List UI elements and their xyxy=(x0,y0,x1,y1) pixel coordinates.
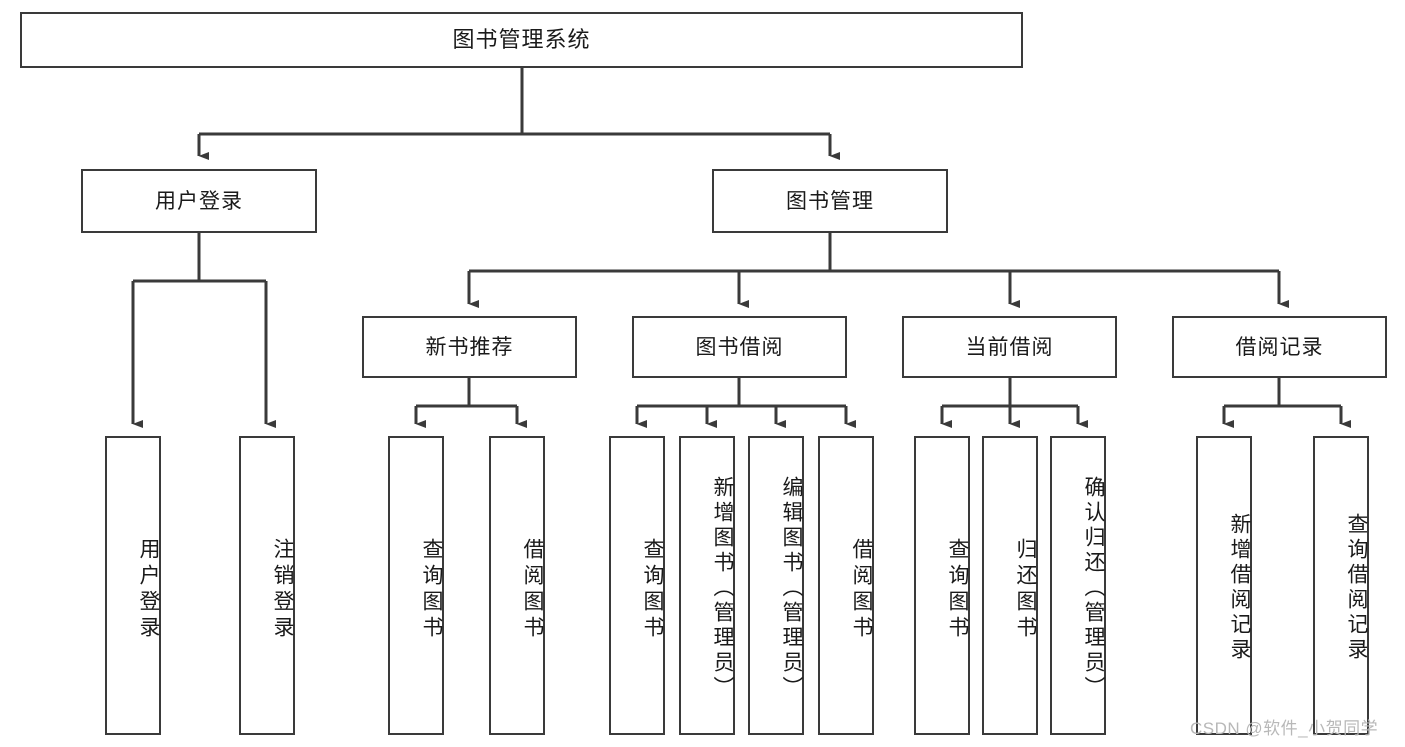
leaf-borrow-book-new-book[interactable]: 借阅图书 xyxy=(489,436,545,735)
node-book-borrowing[interactable]: 图书借阅 xyxy=(632,316,847,378)
node-current-borrowing[interactable]: 当前借阅 xyxy=(902,316,1117,378)
leaf-query-book-borrow[interactable]: 查询图书 xyxy=(609,436,665,735)
leaf-user-login[interactable]: 用户登录 xyxy=(105,436,161,735)
node-borrowing-record[interactable]: 借阅记录 xyxy=(1172,316,1387,378)
node-root-system[interactable]: 图书管理系统 xyxy=(20,12,1023,68)
node-user-login[interactable]: 用户登录 xyxy=(81,169,317,233)
node-new-book-recommendation[interactable]: 新书推荐 xyxy=(362,316,577,378)
leaf-return-book[interactable]: 归还图书 xyxy=(982,436,1038,735)
csdn-watermark: CSDN @软件_小贺同学 xyxy=(1190,719,1379,738)
leaf-logout-login[interactable]: 注销登录 xyxy=(239,436,295,735)
leaf-edit-book-admin[interactable]: 编辑图书（管理员） xyxy=(748,436,804,735)
leaf-query-book-new-book[interactable]: 查询图书 xyxy=(388,436,444,735)
leaf-add-borrow-record[interactable]: 新增借阅记录 xyxy=(1196,436,1252,735)
leaf-borrow-book-borrow[interactable]: 借阅图书 xyxy=(818,436,874,735)
leaf-query-book-current[interactable]: 查询图书 xyxy=(914,436,970,735)
leaf-add-book-admin[interactable]: 新增图书（管理员） xyxy=(679,436,735,735)
leaf-query-borrow-record[interactable]: 查询借阅记录 xyxy=(1313,436,1369,735)
node-book-management[interactable]: 图书管理 xyxy=(712,169,948,233)
leaf-confirm-return-admin[interactable]: 确认归还（管理员） xyxy=(1050,436,1106,735)
